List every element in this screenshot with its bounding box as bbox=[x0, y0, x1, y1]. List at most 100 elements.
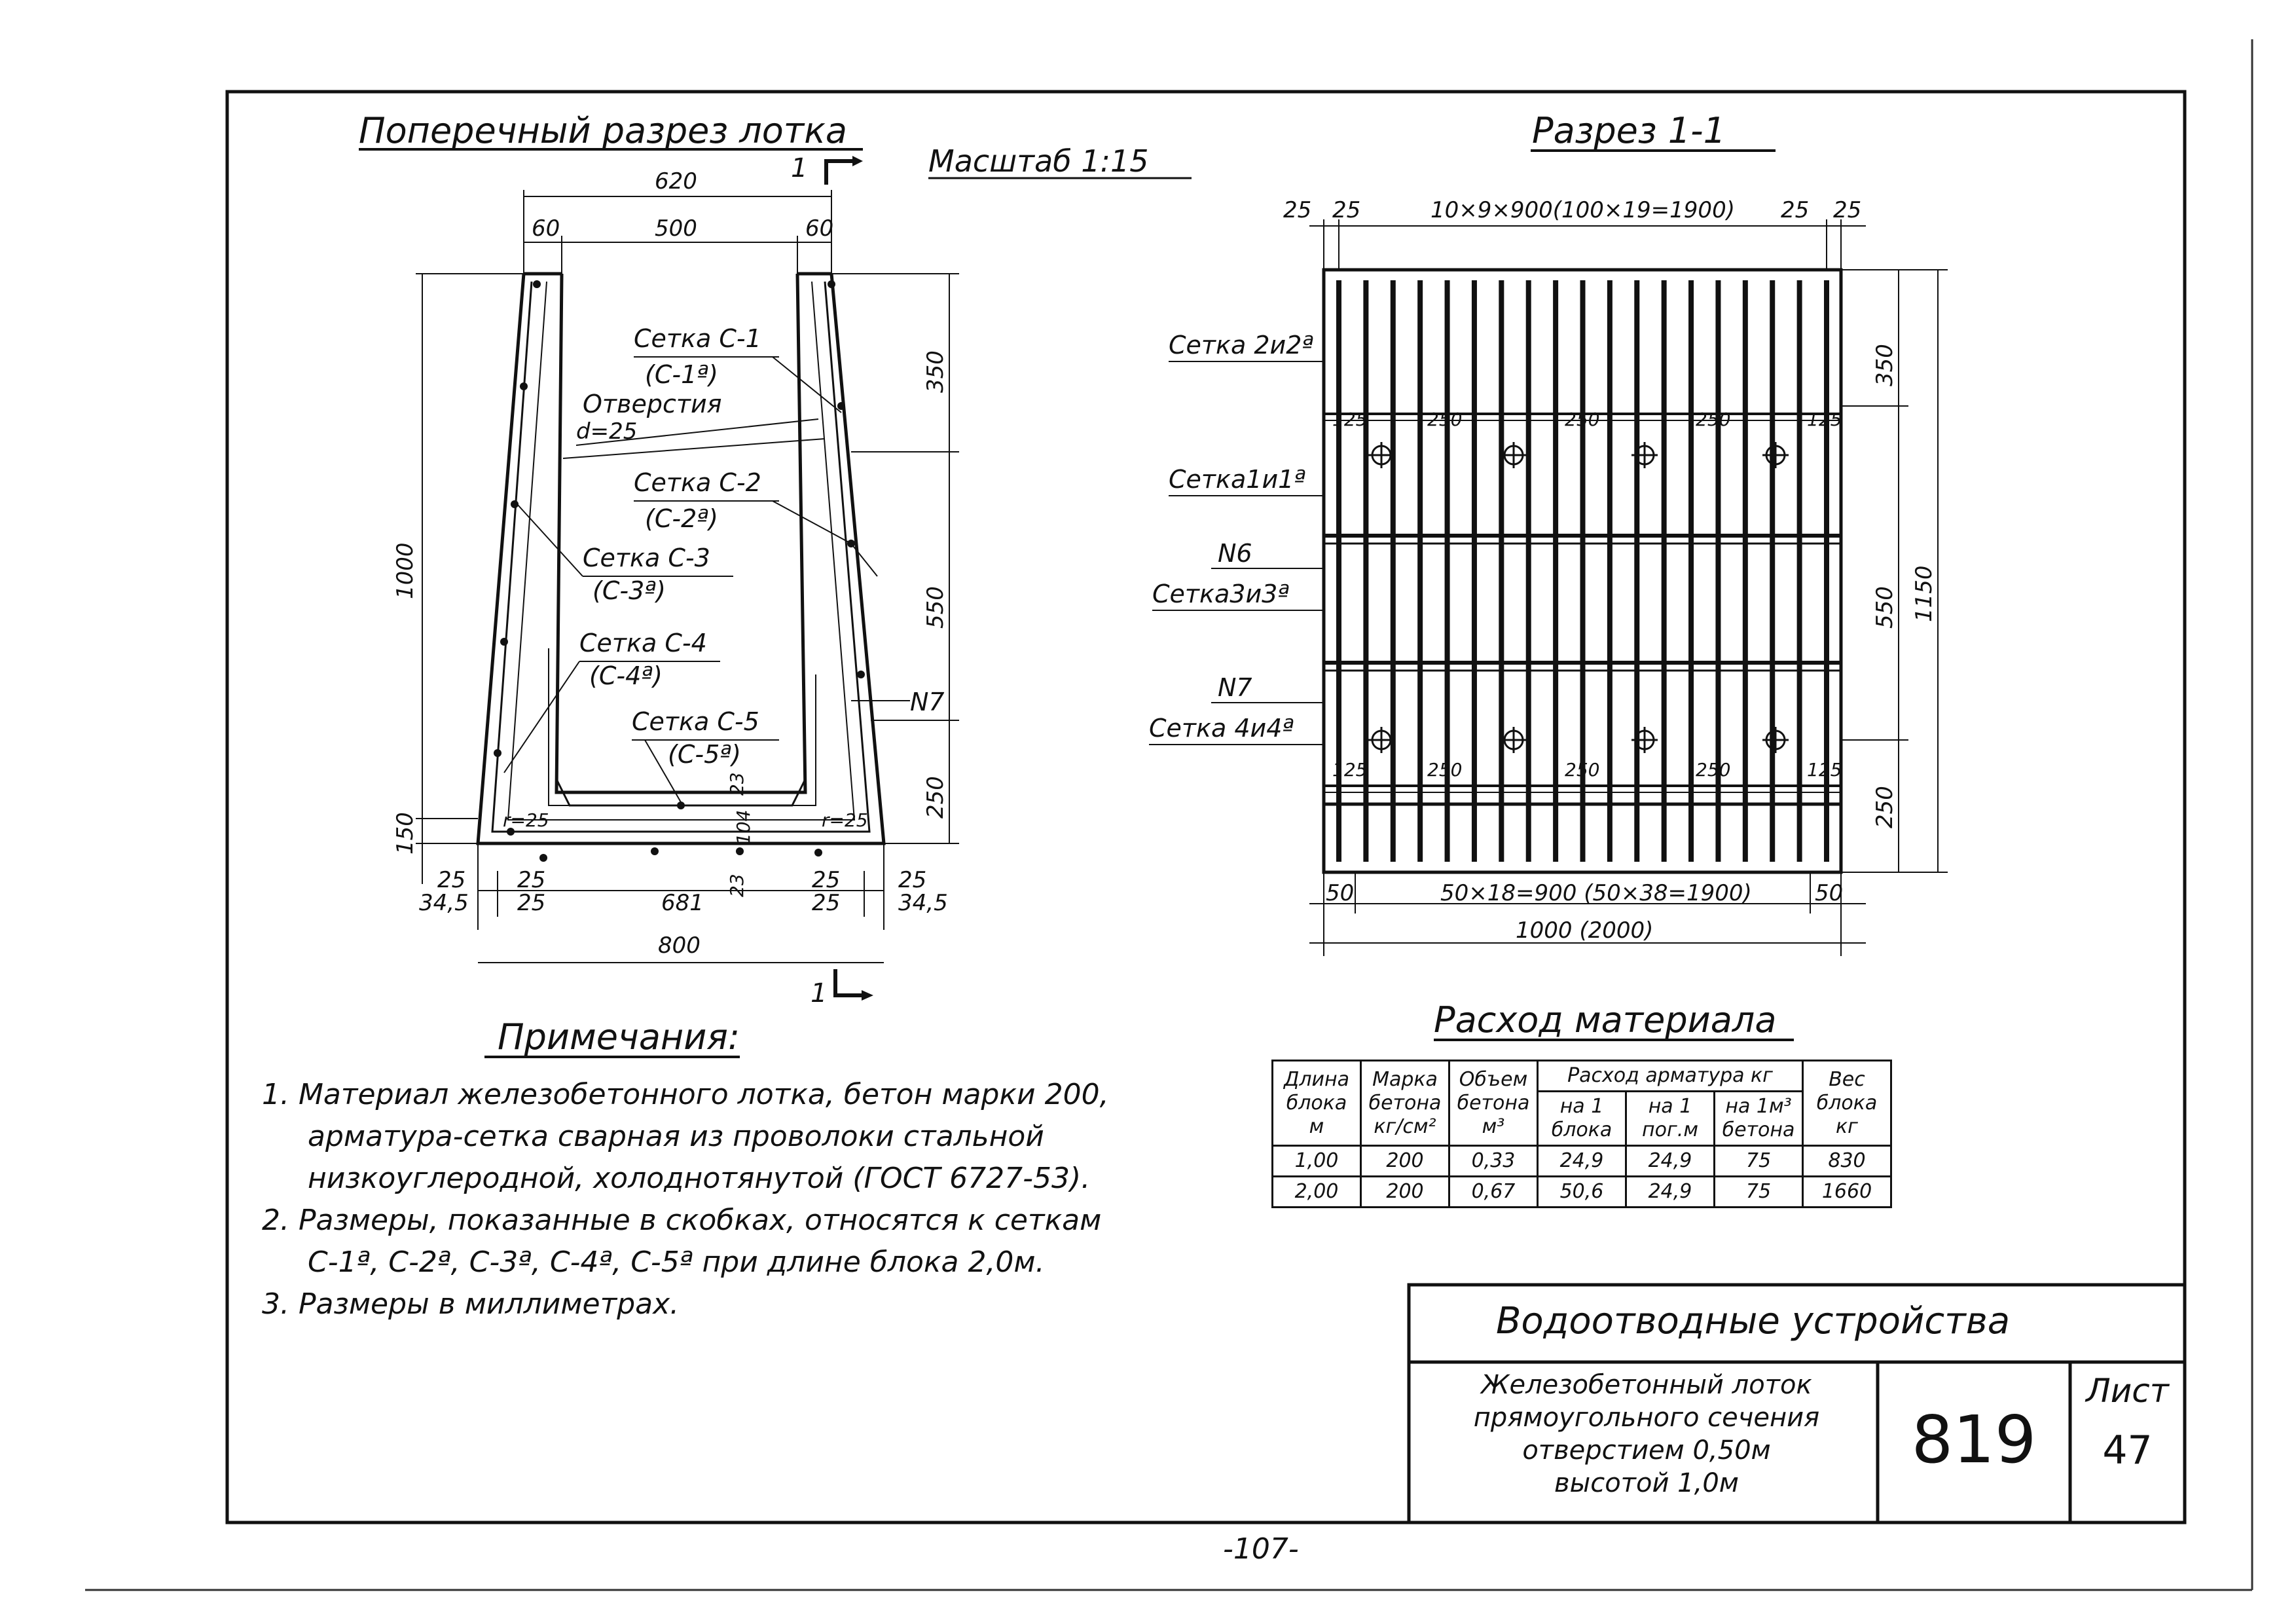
section-panel bbox=[1322, 268, 1843, 874]
th-volume: Объем бетона м³ bbox=[1448, 1060, 1539, 1147]
svg-text:1000: 1000 bbox=[392, 542, 418, 599]
label-holes: Отверстия bbox=[583, 390, 722, 418]
sheet-number: 47 bbox=[2102, 1428, 2153, 1473]
svg-text:104: 104 bbox=[733, 810, 754, 845]
svg-text:50×18=900 (50×38=1900): 50×18=900 (50×38=1900) bbox=[1440, 880, 1752, 906]
svg-text:50: 50 bbox=[1326, 880, 1354, 906]
svg-text:(С-5ª): (С-5ª) bbox=[668, 740, 741, 769]
note-item: 1. Материал железобетонного лотка, бетон… bbox=[262, 1078, 1109, 1195]
th-per-m: на 1 пог.м bbox=[1625, 1090, 1715, 1147]
section-1-1: Разрез 1-1 25 25 10×9×900(100×19=1900) 2… bbox=[1149, 110, 1948, 956]
svg-text:25: 25 bbox=[517, 890, 545, 916]
svg-text:250: 250 bbox=[922, 776, 949, 819]
svg-text:(С-1ª): (С-1ª) bbox=[645, 360, 718, 389]
svg-text:(С-3ª): (С-3ª) bbox=[592, 576, 666, 605]
svg-text:(С-2ª): (С-2ª) bbox=[645, 504, 718, 533]
th-per-m3: на 1м³ бетона bbox=[1713, 1090, 1804, 1147]
hole-dim: 250 bbox=[1427, 409, 1462, 430]
note-item: 2. Размеры, показанные в скобках, относя… bbox=[262, 1204, 1102, 1279]
hole-dim: 125 bbox=[1332, 409, 1367, 430]
label-c2: Сетка С-2 bbox=[634, 468, 761, 497]
svg-text:34,5: 34,5 bbox=[419, 890, 469, 916]
svg-text:550: 550 bbox=[1872, 586, 1898, 629]
hole-dim: 125 bbox=[1807, 409, 1842, 430]
label-n6: N6 bbox=[1218, 539, 1252, 568]
svg-text:25: 25 bbox=[517, 867, 545, 893]
svg-text:350: 350 bbox=[922, 350, 949, 393]
materials-title: Расход материала bbox=[1434, 999, 1776, 1041]
svg-text:25: 25 bbox=[437, 867, 465, 893]
svg-text:681: 681 bbox=[661, 890, 704, 916]
svg-text:(С-4ª): (С-4ª) bbox=[589, 661, 663, 690]
svg-text:800: 800 bbox=[658, 932, 701, 959]
svg-text:620: 620 bbox=[655, 168, 697, 194]
svg-text:r=25: r=25 bbox=[822, 809, 868, 831]
hole-dim: 125 bbox=[1807, 759, 1842, 781]
svg-text:25: 25 bbox=[812, 867, 840, 893]
svg-text:d=25: d=25 bbox=[576, 418, 637, 445]
drawing-frame bbox=[225, 90, 2187, 1524]
svg-text:1150: 1150 bbox=[1911, 565, 1937, 622]
svg-text:1000 (2000): 1000 (2000) bbox=[1516, 917, 1653, 944]
svg-text:550: 550 bbox=[922, 586, 949, 629]
label-m1: Сетка1и1ª bbox=[1169, 465, 1305, 494]
note-item: 3. Размеры в миллиметрах. bbox=[262, 1287, 680, 1321]
hole-dim: 125 bbox=[1332, 759, 1367, 781]
hole-dim: 250 bbox=[1696, 759, 1730, 781]
title-desc: Железобетонный лоток прямоугольного сече… bbox=[1473, 1370, 1820, 1498]
drawing-number: 819 bbox=[1911, 1401, 2037, 1478]
svg-text:34,5: 34,5 bbox=[898, 890, 948, 916]
svg-text:25: 25 bbox=[898, 867, 926, 893]
section-1-1-title: Разрез 1-1 bbox=[1532, 110, 1726, 151]
svg-text:350: 350 bbox=[1872, 344, 1898, 386]
svg-text:60: 60 bbox=[532, 215, 560, 242]
svg-text:25: 25 bbox=[812, 890, 840, 916]
th-per-block: на 1 блока bbox=[1537, 1090, 1627, 1147]
svg-text:25: 25 bbox=[1781, 197, 1809, 223]
svg-text:60: 60 bbox=[805, 215, 833, 242]
scale-label: Масштаб 1:15 bbox=[928, 143, 1149, 179]
svg-text:25: 25 bbox=[1833, 197, 1861, 223]
label-c5: Сетка С-5 bbox=[632, 707, 759, 736]
label-n7b: N7 bbox=[1218, 673, 1252, 702]
hole-dim: 250 bbox=[1565, 409, 1599, 430]
label-m4: Сетка 4и4ª bbox=[1149, 714, 1294, 743]
title-heading: Водоотводные устройства bbox=[1496, 1300, 2011, 1342]
hole-dim: 250 bbox=[1696, 409, 1730, 430]
svg-text:250: 250 bbox=[1872, 786, 1898, 828]
svg-text:10×9×900(100×19=1900): 10×9×900(100×19=1900) bbox=[1430, 197, 1735, 223]
label-m2: Сетка 2и2ª bbox=[1169, 331, 1313, 360]
notes-list: 1. Материал железобетонного лотка, бетон… bbox=[262, 1074, 1178, 1325]
th-rebar: Расход арматура кг bbox=[1537, 1060, 1804, 1092]
section-mark-top: 1 bbox=[791, 153, 807, 183]
svg-text:50: 50 bbox=[1815, 880, 1843, 906]
materials-table: Длина блока м Марка бетона кг/см² Объем … bbox=[1271, 1060, 1892, 1208]
page-number: -107- bbox=[1223, 1532, 1299, 1566]
svg-text:23: 23 bbox=[726, 874, 748, 897]
sheet-label: Лист bbox=[2086, 1372, 2169, 1410]
th-grade: Марка бетона кг/см² bbox=[1360, 1060, 1450, 1147]
svg-text:25: 25 bbox=[1332, 197, 1360, 223]
hole-dim: 250 bbox=[1427, 759, 1462, 781]
svg-text:500: 500 bbox=[655, 215, 697, 242]
label-c1: Сетка С-1 bbox=[634, 324, 761, 353]
svg-text:1: 1 bbox=[811, 978, 827, 1008]
cross-section: Поперечный разрез лотка Масштаб 1:15 1 bbox=[359, 110, 1192, 1008]
label-c3: Сетка С-3 bbox=[583, 544, 710, 572]
svg-text:r=25: r=25 bbox=[503, 809, 549, 831]
svg-text:25: 25 bbox=[1283, 197, 1311, 223]
th-length: Длина блока м bbox=[1271, 1060, 1362, 1147]
label-c4: Сетка С-4 bbox=[579, 629, 707, 657]
cross-section-title: Поперечный разрез лотка bbox=[359, 110, 847, 151]
th-weight: Вес блока кг bbox=[1802, 1060, 1892, 1147]
svg-text:150: 150 bbox=[392, 812, 418, 855]
hole-dim: 250 bbox=[1565, 759, 1599, 781]
svg-text:23: 23 bbox=[726, 772, 748, 796]
label-n7: N7 bbox=[910, 688, 945, 716]
label-m3: Сетка3и3ª bbox=[1152, 580, 1289, 608]
title-block bbox=[1407, 1283, 2187, 1524]
notes-title: Примечания: bbox=[498, 1016, 740, 1058]
